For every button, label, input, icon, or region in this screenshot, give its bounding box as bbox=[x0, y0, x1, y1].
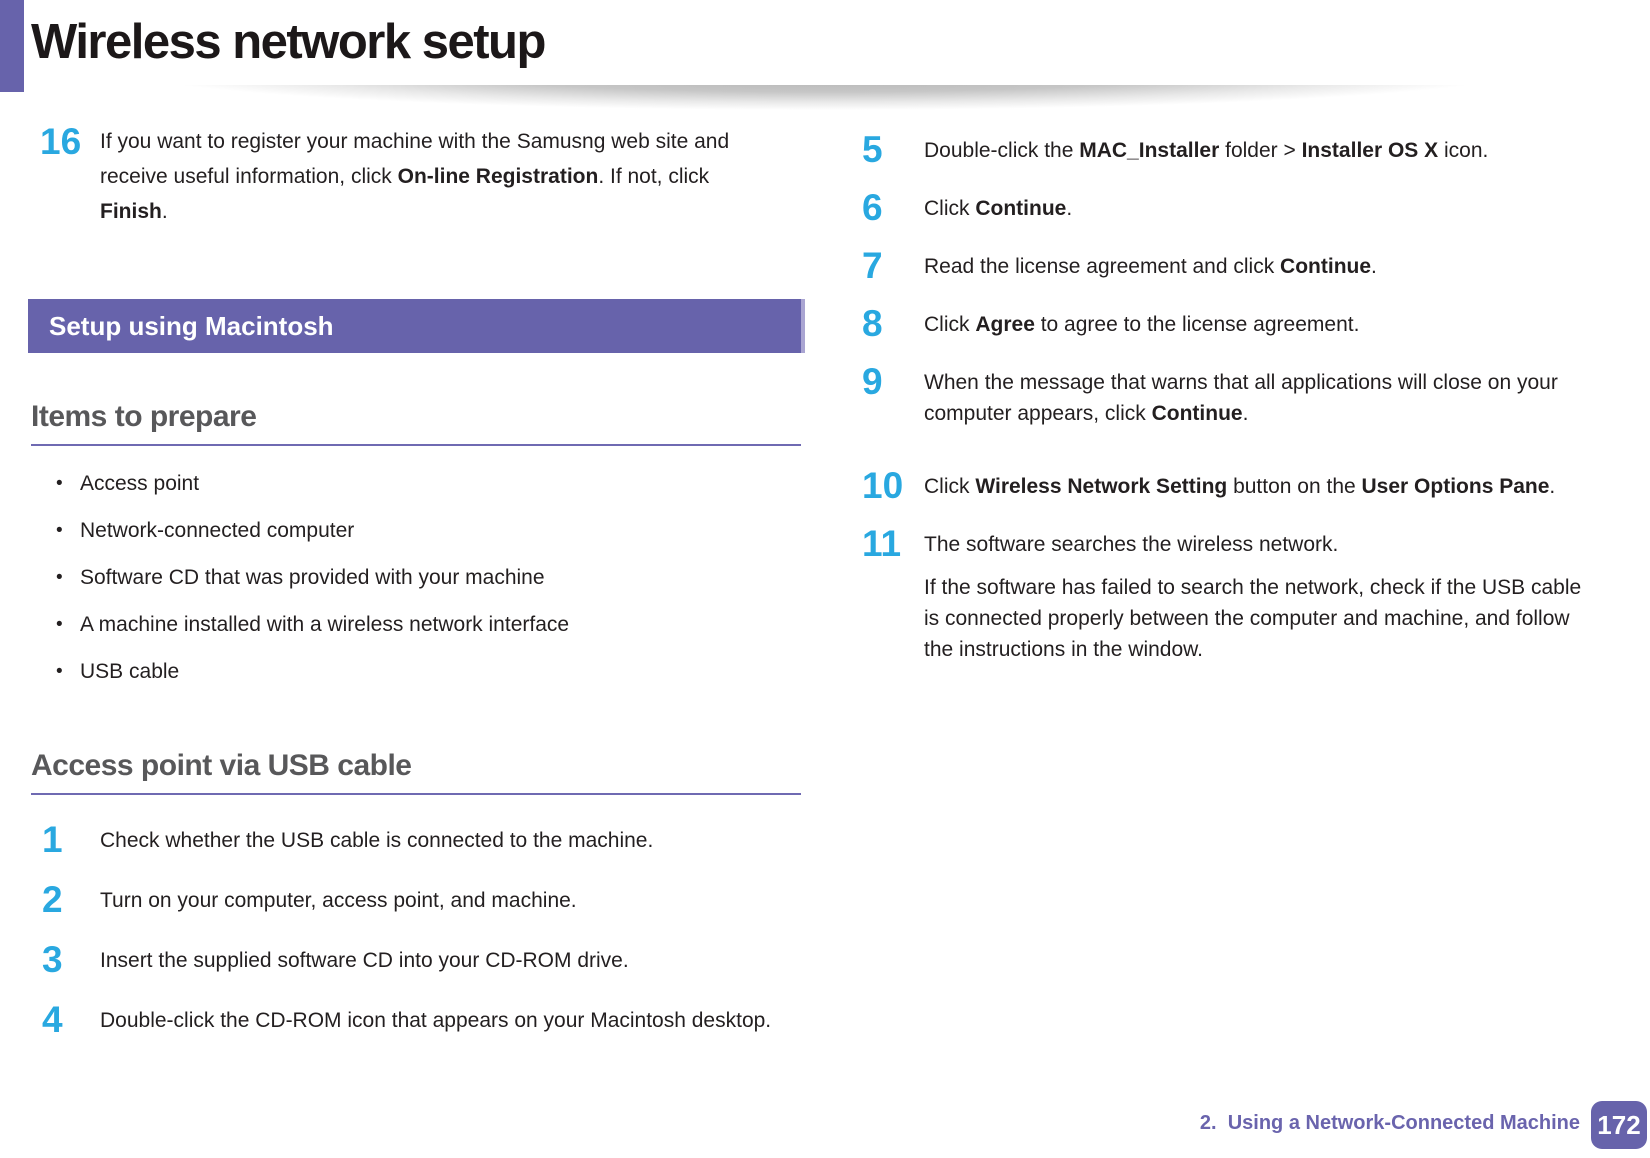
step-number: 2 bbox=[42, 879, 63, 920]
page-number-badge: 172 bbox=[1591, 1101, 1647, 1149]
bullet-dot: • bbox=[56, 614, 63, 635]
step-number: 10 bbox=[862, 465, 904, 506]
list-item: • Access point bbox=[56, 470, 776, 497]
bullet-label: USB cable bbox=[80, 660, 180, 683]
step-text: Check whether the USB cable is connected… bbox=[100, 829, 654, 852]
step-note: If the software has failed to search the… bbox=[924, 576, 1582, 661]
step-item-11: 11 The software searches the wireless ne… bbox=[862, 524, 1582, 665]
list-item: • USB cable bbox=[56, 658, 776, 685]
bullet-dot: • bbox=[56, 473, 63, 494]
step-item-3: 3 Insert the supplied software CD into y… bbox=[42, 940, 782, 980]
step-number: 6 bbox=[862, 187, 883, 228]
page-title: Wireless network setup bbox=[31, 15, 546, 69]
bullet-label: Network-connected computer bbox=[80, 519, 355, 542]
step-item-2: 2 Turn on your computer, access point, a… bbox=[42, 880, 782, 920]
step-item-9: 9 When the message that warns that all a… bbox=[862, 362, 1582, 429]
bullet-label: A machine installed with a wireless netw… bbox=[80, 613, 570, 636]
step-number: 4 bbox=[42, 999, 63, 1040]
section-banner-label: Setup using Macintosh bbox=[49, 310, 334, 341]
access-point-steps: 1 Check whether the USB cable is connect… bbox=[42, 820, 782, 1060]
installer-steps: 5 Double-click the MAC_Installer folder … bbox=[862, 130, 1582, 683]
items-to-prepare-list: • Access point • Network-connected compu… bbox=[56, 470, 776, 705]
step-text: Click Wireless Network Setting button on… bbox=[924, 475, 1556, 498]
step-item-16: 16 If you want to register your machine … bbox=[40, 122, 766, 229]
list-item: • A machine installed with a wireless ne… bbox=[56, 611, 776, 638]
step-text: Click Agree to agree to the license agre… bbox=[924, 313, 1360, 336]
step-text: Double-click the MAC_Installer folder > … bbox=[924, 139, 1489, 162]
step-number: 1 bbox=[42, 819, 63, 860]
step-number: 11 bbox=[862, 523, 902, 564]
step-text: Turn on your computer, access point, and… bbox=[100, 889, 577, 912]
step-item-4: 4 Double-click the CD-ROM icon that appe… bbox=[42, 1000, 782, 1040]
header-shadow-band bbox=[0, 85, 1650, 123]
heading-access-point-via-usb-cable: Access point via USB cable bbox=[31, 748, 801, 795]
page-number: 172 bbox=[1597, 1109, 1641, 1140]
bullet-dot: • bbox=[56, 567, 63, 588]
step-item-5: 5 Double-click the MAC_Installer folder … bbox=[862, 130, 1582, 170]
bullet-dot: • bbox=[56, 661, 63, 682]
step-text: The software searches the wireless netwo… bbox=[924, 524, 1582, 665]
step-item-6: 6 Click Continue. bbox=[862, 188, 1582, 228]
step-text: Double-click the CD-ROM icon that appear… bbox=[100, 1009, 772, 1032]
step-text: Read the license agreement and click Con… bbox=[924, 255, 1377, 278]
list-item: • Software CD that was provided with you… bbox=[56, 564, 776, 591]
step-number: 5 bbox=[862, 129, 883, 170]
step-number: 16 bbox=[40, 121, 82, 162]
bullet-label: Access point bbox=[80, 472, 200, 495]
step-number: 7 bbox=[862, 245, 883, 286]
section-banner-setup-using-macintosh: Setup using Macintosh bbox=[28, 299, 805, 353]
step-number: 8 bbox=[862, 303, 883, 344]
bullet-label: Software CD that was provided with your … bbox=[80, 566, 545, 589]
step-text: Insert the supplied software CD into you… bbox=[100, 949, 629, 972]
bullet-dot: • bbox=[56, 520, 63, 541]
footer-chapter-label: 2. Using a Network-Connected Machine bbox=[1199, 1112, 1580, 1134]
step-text: If you want to register your machine wit… bbox=[100, 130, 730, 223]
step-text: When the message that warns that all app… bbox=[924, 371, 1558, 425]
step-item-10: 10 Click Wireless Network Setting button… bbox=[862, 466, 1582, 506]
step-number: 3 bbox=[42, 939, 63, 980]
step-item-1: 1 Check whether the USB cable is connect… bbox=[42, 820, 782, 860]
step-item-8: 8 Click Agree to agree to the license ag… bbox=[862, 304, 1582, 344]
step-text-line: The software searches the wireless netwo… bbox=[924, 533, 1339, 556]
step-item-7: 7 Read the license agreement and click C… bbox=[862, 246, 1582, 286]
list-item: • Network-connected computer bbox=[56, 517, 776, 544]
step-text: Click Continue. bbox=[924, 197, 1073, 220]
step-number: 9 bbox=[862, 361, 883, 402]
heading-items-to-prepare: Items to prepare bbox=[31, 399, 801, 446]
header-accent-bar bbox=[0, 0, 24, 92]
